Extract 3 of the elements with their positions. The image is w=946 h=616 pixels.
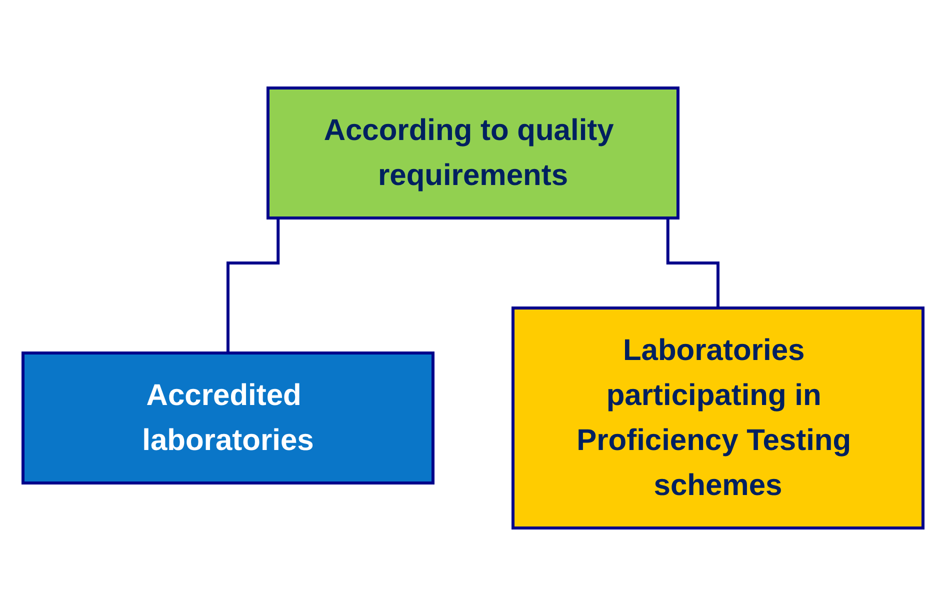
node-box: According to quality requirements [266, 86, 680, 220]
node-box: Accredited laboratories [22, 352, 434, 484]
node-box: Laboratories participating in Proficiency Testing schemes [512, 306, 924, 530]
